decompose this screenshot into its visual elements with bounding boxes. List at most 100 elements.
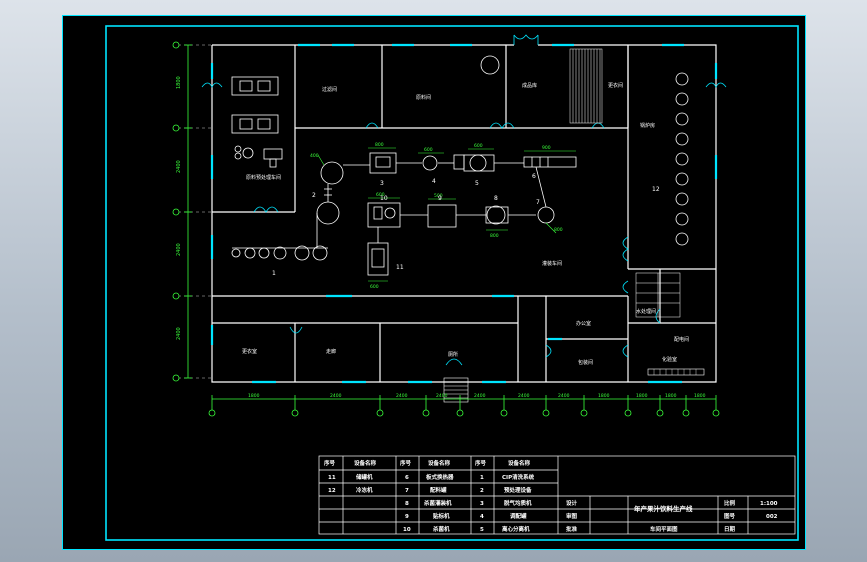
tb-r3-c4: 杀菌灌装机 (424, 499, 452, 507)
room-office: 办公室 (576, 320, 591, 327)
bottom-dim-9: 1800 (636, 393, 648, 399)
tb-r5-c3: 10 (403, 527, 411, 533)
tb-check-label: 审图 (566, 512, 578, 520)
equip-num-2: 2 (312, 192, 316, 199)
tb-design-label: 设计 (566, 499, 578, 507)
bottom-dim-7: 2400 (558, 393, 570, 399)
stair-lower-right (635, 272, 681, 318)
grid-bubble-a (172, 41, 180, 49)
equip-num-4: 4 (432, 178, 436, 185)
bottom-dim-2: 2400 (330, 393, 342, 399)
dim-tag-10: 800 (554, 227, 563, 233)
bottom-dim-8: 1800 (598, 393, 610, 399)
tb-header-2: 设备名称 (354, 459, 377, 467)
left-dim-4: 2400 (176, 327, 182, 340)
dim-tag-5: 600 (376, 192, 385, 198)
title-block (318, 455, 796, 535)
tb-scale-label: 比例 (724, 499, 736, 507)
equip-num-8: 8 (494, 195, 498, 202)
tb-r3-c5: 3 (480, 501, 484, 507)
lab-bench (647, 368, 705, 376)
room-ingredients: 原料预处理车间 (246, 174, 281, 181)
grid-bubble-10 (656, 409, 664, 417)
grid-bubble-12 (712, 409, 720, 417)
inner-frame (105, 25, 799, 541)
equipment-left-room (231, 76, 283, 168)
equip-num-3: 3 (380, 180, 384, 187)
bottom-dim-11: 1800 (694, 393, 706, 399)
tb-header-6: 设备名称 (508, 459, 531, 467)
tb-r4-c5: 4 (480, 514, 484, 520)
tb-header-5: 序号 (474, 459, 487, 467)
tb-header-4: 设备名称 (428, 459, 451, 467)
door-swings (201, 34, 727, 366)
bottom-dimension-chain (211, 395, 717, 411)
grid-bubble-5 (456, 409, 464, 417)
room-changing-bottom: 更衣室 (242, 348, 257, 355)
production-line (232, 152, 577, 276)
stair-flight (569, 48, 603, 124)
tb-r1-c4: 板式换热器 (426, 473, 454, 481)
tb-header-1: 序号 (323, 459, 336, 467)
grid-bubble-e (172, 374, 180, 382)
grid-bubble-b (172, 124, 180, 132)
grid-bubble-6 (500, 409, 508, 417)
entrance-stairs (443, 377, 469, 403)
bottom-dim-1: 1800 (248, 393, 260, 399)
room-storage: 原料间 (416, 94, 431, 101)
floor-plan-drawing: 1800 2400 2400 2400 (62, 15, 806, 550)
drawing-sheet: 1800 2400 2400 2400 (62, 15, 806, 550)
tb-r4-c3: 9 (405, 514, 409, 520)
tb-sheet-label: 图号 (724, 512, 736, 520)
grid-bubble-c (172, 208, 180, 216)
tb-r2-c1: 12 (328, 488, 336, 494)
tb-r1-c6: CIP清洗系统 (502, 473, 535, 481)
bottom-dim-10: 1800 (665, 393, 677, 399)
dim-tag-4: 900 (542, 145, 551, 151)
room-workshop-top-right: 更衣间 (608, 82, 623, 89)
tb-r5-c6: 离心分离机 (502, 525, 530, 533)
room-lab: 化验室 (662, 356, 677, 363)
bottom-dim-5: 2400 (474, 393, 486, 399)
room-packing: 包装间 (578, 359, 593, 366)
room-water-treatment: 水处理间 (636, 308, 656, 315)
dim-tag-6: 500 (434, 193, 443, 199)
grid-bubble-1 (208, 409, 216, 417)
grid-bubble-9 (624, 409, 632, 417)
tb-r3-c6: 脱气均质机 (504, 499, 532, 507)
window-marks (210, 43, 718, 384)
tb-r1-c3: 6 (405, 475, 409, 481)
tb-sheet-value: 002 (766, 514, 778, 520)
bottom-dim-6: 2400 (518, 393, 530, 399)
outer-frame (62, 15, 806, 550)
room-finished-warehouse: 成品库 (522, 82, 537, 89)
tb-r2-c4: 配料罐 (430, 486, 447, 494)
dim-tag-8: 600 (370, 284, 379, 290)
equip-num-5: 5 (475, 180, 479, 187)
room-filtration: 过滤间 (322, 86, 337, 93)
dim-tag-1: 800 (375, 142, 384, 148)
equip-num-11: 11 (396, 264, 404, 271)
grid-bubble-7 (542, 409, 550, 417)
tb-r1-c1: 11 (328, 475, 336, 481)
room-toilet: 厕所 (448, 351, 458, 358)
tb-drawing-name: 车间平面图 (650, 525, 678, 533)
grid-bubble-8 (580, 409, 588, 417)
equipment-dimensions (317, 147, 576, 282)
tb-r4-c6: 调配罐 (510, 512, 527, 520)
dim-tag-2: 600 (424, 147, 433, 153)
left-dim-3: 2400 (176, 243, 182, 256)
tb-r2-c3: 7 (405, 488, 409, 494)
tank-column (675, 72, 689, 246)
room-boiler: 锅炉房 (640, 122, 655, 129)
room-production: 灌装车间 (542, 260, 562, 267)
tb-r3-c3: 8 (405, 501, 409, 507)
grid-bubble-2 (291, 409, 299, 417)
tb-r5-c5: 5 (480, 527, 484, 533)
tb-header-3: 序号 (399, 459, 412, 467)
dim-tag-9: 400 (310, 153, 319, 159)
tb-scale-value: 1:100 (760, 501, 778, 507)
equip-num-6: 6 (532, 173, 536, 180)
tb-r2-c5: 2 (480, 488, 484, 494)
bottom-dim-4: 2400 (436, 393, 448, 399)
